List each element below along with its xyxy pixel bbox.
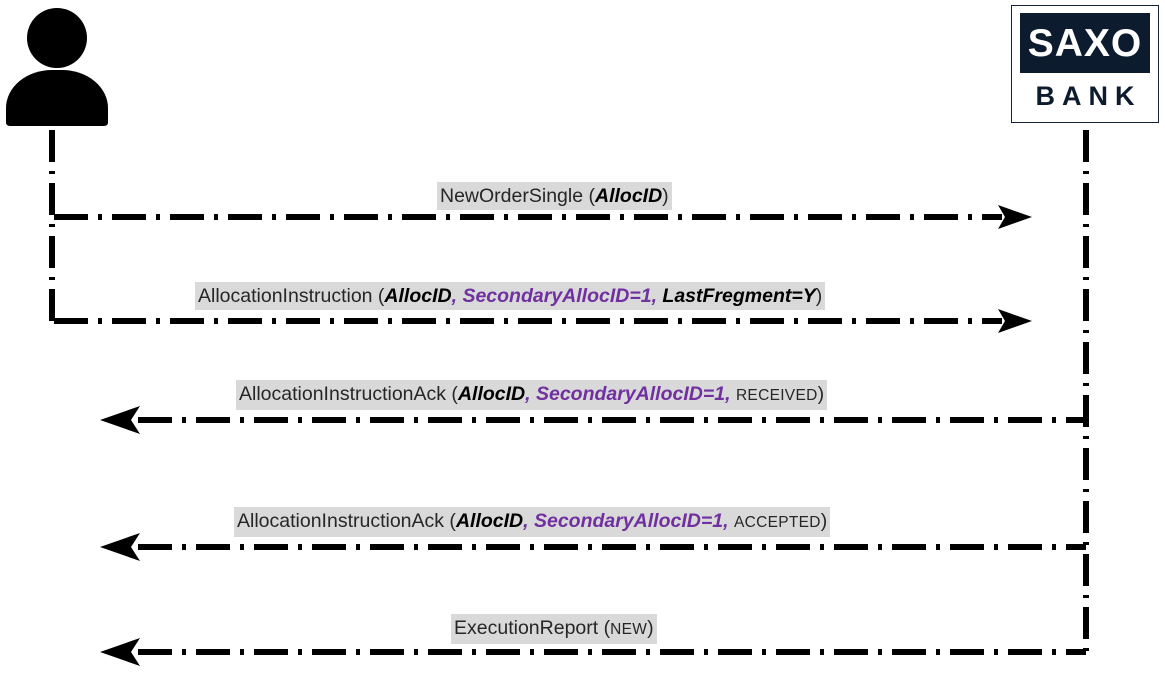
message-label-execution-report: ExecutionReport (NEW) — [451, 614, 657, 644]
msg5-close: ) — [647, 617, 654, 639]
msg2-prefix: AllocationInstruction ( — [198, 285, 385, 307]
message-arrow-execution-report — [96, 638, 1092, 666]
msg4-comma2: , — [723, 510, 734, 532]
client-actor — [6, 8, 108, 126]
msg3-prefix: AllocationInstructionAck ( — [239, 383, 458, 405]
msg3-status: RECEIVED — [735, 387, 818, 404]
person-icon-head — [27, 8, 87, 68]
saxo-bank-logo: SAXO BANK — [1011, 5, 1159, 123]
message-arrow-allocation-instruction-ack-received — [96, 406, 1092, 434]
person-icon-body — [6, 70, 108, 126]
msg1-allocid: AllocID — [594, 185, 663, 207]
msg2-close: ) — [815, 285, 823, 307]
msg2-comma1: , — [451, 285, 463, 307]
msg2-secondary-allocid: SecondaryAllocID=1 — [462, 285, 652, 307]
msg3-comma1: , — [525, 383, 536, 405]
message-arrow-allocation-instruction — [50, 309, 1035, 333]
msg4-allocid: AllocID — [455, 510, 524, 532]
message-arrow-allocation-instruction-ack-accepted — [96, 533, 1092, 561]
message-arrow-new-order-single — [50, 205, 1035, 229]
msg3-allocid: AllocID — [457, 383, 526, 405]
msg5-prefix: ExecutionReport ( — [454, 617, 611, 639]
msg5-status: NEW — [610, 621, 648, 638]
saxo-logo-wordmark: SAXO — [1020, 13, 1150, 73]
msg3-secondary-allocid: SecondaryAllocID=1 — [535, 383, 726, 405]
message-label-allocation-instruction-ack-accepted: AllocationInstructionAck (AllocID, Secon… — [234, 507, 831, 537]
bank-logo-wordmark: BANK — [1020, 78, 1150, 114]
msg4-status: ACCEPTED — [733, 514, 821, 531]
bank-logo-text: BANK — [1035, 80, 1142, 111]
msg3-comma2: , — [725, 383, 736, 405]
msg4-close: ) — [820, 510, 828, 532]
msg4-secondary-allocid: SecondaryAllocID=1 — [533, 510, 724, 532]
msg2-allocid: AllocID — [384, 285, 452, 307]
msg1-close: ) — [662, 185, 669, 207]
msg3-close: ) — [817, 383, 825, 405]
msg4-comma1: , — [523, 510, 534, 532]
msg2-comma2: , — [651, 285, 663, 307]
msg4-prefix: AllocationInstructionAck ( — [237, 510, 456, 532]
msg2-last-fragment: LastFregment=Y — [662, 285, 816, 307]
msg1-prefix: NewOrderSingle ( — [440, 185, 595, 207]
message-label-allocation-instruction-ack-received: AllocationInstructionAck (AllocID, Secon… — [236, 380, 828, 410]
saxo-logo-text: SAXO — [1027, 21, 1143, 65]
saxo-lifeline — [1080, 130, 1104, 658]
client-lifeline — [46, 130, 70, 330]
message-label-allocation-instruction: AllocationInstruction (AllocID, Secondar… — [195, 282, 826, 310]
message-label-new-order-single: NewOrderSingle (AllocID) — [437, 182, 672, 210]
